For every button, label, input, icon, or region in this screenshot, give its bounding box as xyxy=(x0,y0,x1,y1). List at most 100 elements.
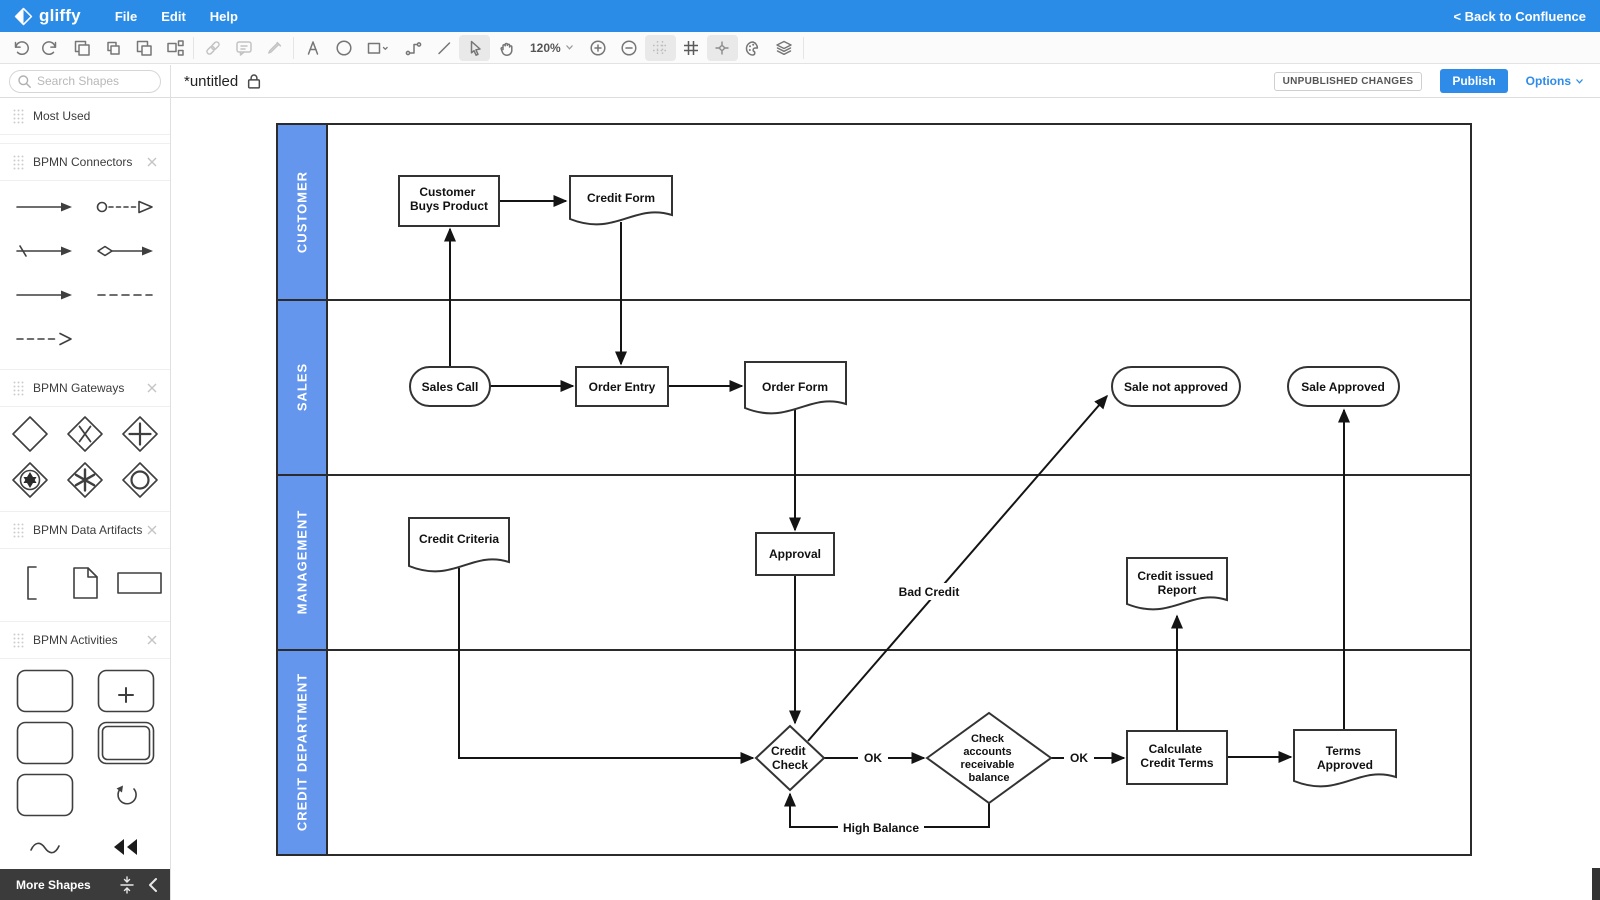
stadium-shape[interactable] xyxy=(1111,366,1241,407)
shape-directed-association[interactable] xyxy=(13,317,77,361)
node-sales-call[interactable]: Sales Call xyxy=(409,366,491,407)
snap-button[interactable] xyxy=(706,34,738,61)
gateway-shape[interactable] xyxy=(754,724,826,792)
section-most-used[interactable]: Most Used xyxy=(0,98,170,135)
menu-edit[interactable]: Edit xyxy=(161,8,186,24)
node-credit-issued-report[interactable]: Credit issued Report xyxy=(1126,557,1228,611)
document-shape[interactable] xyxy=(744,361,847,415)
node-credit-check[interactable]: Credit Check xyxy=(754,724,826,792)
shape-complex-gateway[interactable] xyxy=(65,457,105,503)
node-sale-approved[interactable]: Sale Approved xyxy=(1287,366,1400,407)
node-terms-approved[interactable]: Terms Approved xyxy=(1293,729,1397,788)
eyedropper-button[interactable] xyxy=(259,35,290,61)
text-tool-button[interactable] xyxy=(297,35,328,61)
node-customer-buys-product[interactable]: Customer Buys Product xyxy=(398,175,500,227)
node-check-accounts-receivable-balance[interactable]: Check accounts receivable balance xyxy=(925,711,1053,805)
edge-badcredit[interactable] xyxy=(807,394,1108,742)
menu-help[interactable]: Help xyxy=(209,8,238,24)
shape-task-2[interactable] xyxy=(16,717,74,769)
close-section-icon[interactable] xyxy=(147,635,157,645)
undo-button[interactable] xyxy=(4,35,35,61)
ellipse-tool-button[interactable] xyxy=(328,35,359,61)
menu-file[interactable]: File xyxy=(114,8,138,24)
drag-handle-icon[interactable] xyxy=(13,381,24,396)
stadium-shape[interactable] xyxy=(1287,366,1400,407)
section-bpmn-data-artifacts[interactable]: BPMN Data Artifacts xyxy=(0,511,170,549)
bottom-right-panel-tab[interactable] xyxy=(1592,868,1600,900)
shape-association[interactable] xyxy=(94,273,158,317)
search-input[interactable] xyxy=(9,69,161,93)
node-approval[interactable]: Approval xyxy=(755,532,835,576)
close-section-icon[interactable] xyxy=(147,525,157,535)
shape-subprocess[interactable] xyxy=(97,665,155,717)
shape-task-3[interactable] xyxy=(16,769,74,821)
lane-header-column[interactable] xyxy=(278,125,326,854)
zoom-level-control[interactable]: 120% xyxy=(521,41,583,55)
node-sale-not-approved[interactable]: Sale not approved xyxy=(1111,366,1241,407)
edge-label-bad-credit[interactable]: Bad Credit xyxy=(899,585,960,599)
lane-label-management[interactable]: MANAGEMENT xyxy=(295,510,310,615)
drag-handle-icon[interactable] xyxy=(13,109,24,124)
redo-button[interactable] xyxy=(35,35,66,61)
swimlane-pool[interactable]: CUSTOMER SALES MANAGEMENT CREDIT DEPARTM… xyxy=(276,123,1472,856)
edge-label-high-balance[interactable]: High Balance xyxy=(843,821,919,835)
shape-gateway[interactable] xyxy=(10,411,50,457)
shape-data-object[interactable] xyxy=(68,555,102,611)
document-shape[interactable] xyxy=(569,175,673,226)
task-shape[interactable] xyxy=(755,532,835,576)
shape-group-bracket[interactable] xyxy=(20,555,40,611)
link-button[interactable] xyxy=(197,35,228,61)
collapse-sidebar-icon[interactable] xyxy=(147,877,159,893)
shape-ad-hoc-marker[interactable] xyxy=(26,821,64,873)
line-tool-button[interactable] xyxy=(428,35,459,61)
duplicate-button[interactable] xyxy=(128,35,159,61)
edge-label-ok-1[interactable]: OK xyxy=(864,751,882,765)
section-bpmn-connectors[interactable]: BPMN Connectors xyxy=(0,143,170,181)
bpmn-diagram[interactable]: CUSTOMER SALES MANAGEMENT CREDIT DEPARTM… xyxy=(172,98,1600,900)
lane-label-sales[interactable]: SALES xyxy=(295,363,310,411)
copy-button[interactable] xyxy=(97,35,128,61)
grid-guides-button[interactable] xyxy=(644,34,676,61)
lane-label-credit-department[interactable]: CREDIT DEPARTMENT xyxy=(295,673,310,831)
shape-transaction[interactable] xyxy=(97,717,155,769)
diagram-canvas[interactable]: CUSTOMER SALES MANAGEMENT CREDIT DEPARTM… xyxy=(172,98,1600,900)
more-shapes-bar[interactable]: More Shapes xyxy=(0,869,170,900)
shape-parallel-gateway[interactable] xyxy=(120,411,160,457)
edge-label-ok-2[interactable]: OK xyxy=(1070,751,1088,765)
node-credit-criteria[interactable]: Credit Criteria xyxy=(408,517,510,573)
drag-handle-icon[interactable] xyxy=(13,633,24,648)
diagram-edges[interactable]: OK OK Bad Credit High Balance xyxy=(444,195,1350,836)
diagram-nodes[interactable]: Customer Buys Product Credit Form Sales … xyxy=(398,175,1400,805)
comment-button[interactable] xyxy=(228,35,259,61)
pan-tool-button[interactable] xyxy=(490,35,521,61)
close-section-icon[interactable] xyxy=(147,157,157,167)
shape-text-annotation[interactable] xyxy=(116,555,164,611)
zoom-out-button[interactable] xyxy=(614,35,645,61)
drag-handle-icon[interactable] xyxy=(13,523,24,538)
group-button[interactable] xyxy=(66,35,97,61)
grid-button[interactable] xyxy=(676,35,707,61)
arrange-button[interactable] xyxy=(159,35,190,61)
task-shape[interactable] xyxy=(575,366,669,407)
task-shape[interactable] xyxy=(398,175,500,227)
options-dropdown[interactable]: Options xyxy=(1526,74,1584,88)
drag-handle-icon[interactable] xyxy=(13,155,24,170)
document-shape[interactable] xyxy=(1293,729,1397,788)
shape-inclusive-gateway[interactable] xyxy=(120,457,160,503)
publish-button[interactable]: Publish xyxy=(1440,69,1508,93)
node-credit-form[interactable]: Credit Form xyxy=(569,175,673,226)
shape-compensation-marker[interactable] xyxy=(111,821,141,873)
shape-conditional-flow[interactable] xyxy=(94,229,158,273)
connector-tool-button[interactable] xyxy=(397,35,428,61)
stadium-shape[interactable] xyxy=(409,366,491,407)
gateway-shape[interactable] xyxy=(925,711,1053,805)
close-section-icon[interactable] xyxy=(147,383,157,393)
section-bpmn-activities[interactable]: BPMN Activities xyxy=(0,621,170,659)
node-order-form[interactable]: Order Form xyxy=(744,361,847,415)
document-title[interactable]: *untitled xyxy=(184,72,239,90)
theme-button[interactable] xyxy=(738,35,769,61)
lane-label-customer[interactable]: CUSTOMER xyxy=(295,171,310,253)
shape-loop-marker[interactable] xyxy=(111,769,141,821)
back-to-confluence-link[interactable]: < Back to Confluence xyxy=(1453,8,1586,24)
collapse-sections-icon[interactable] xyxy=(117,875,137,894)
